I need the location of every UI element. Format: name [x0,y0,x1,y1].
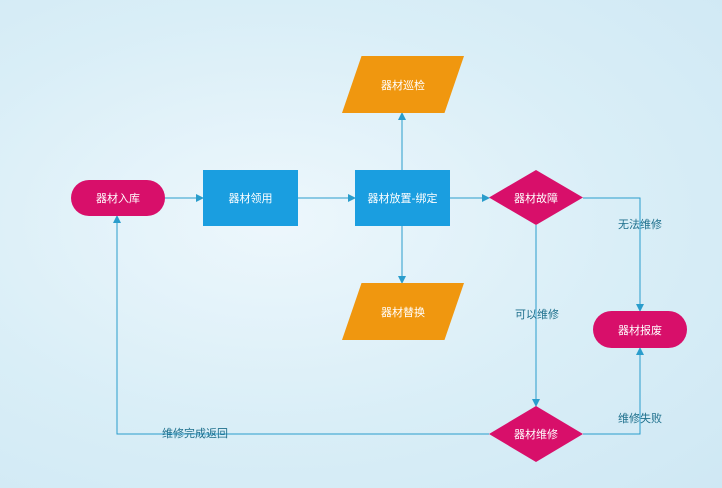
label-repair-failed: 维修失败 [618,412,662,425]
edge-repair-to-scrap [583,347,644,435]
label-unrepairable: 无法维修 [618,218,662,231]
node-storage-in: 器材入库 [71,180,165,216]
edge-fault-to-scrap [583,197,644,312]
label-repairable: 可以维修 [515,308,559,321]
node-receive: 器材领用 [203,170,298,226]
edge-repair-to-storage [113,215,489,435]
node-place-bind: 器材放置-绑定 [355,170,450,226]
node-scrap: 器材报废 [593,311,687,348]
label-repair-done-return: 维修完成返回 [162,427,228,440]
node-inspection: 器材巡检 [342,56,464,113]
node-replace: 器材替换 [342,283,464,340]
